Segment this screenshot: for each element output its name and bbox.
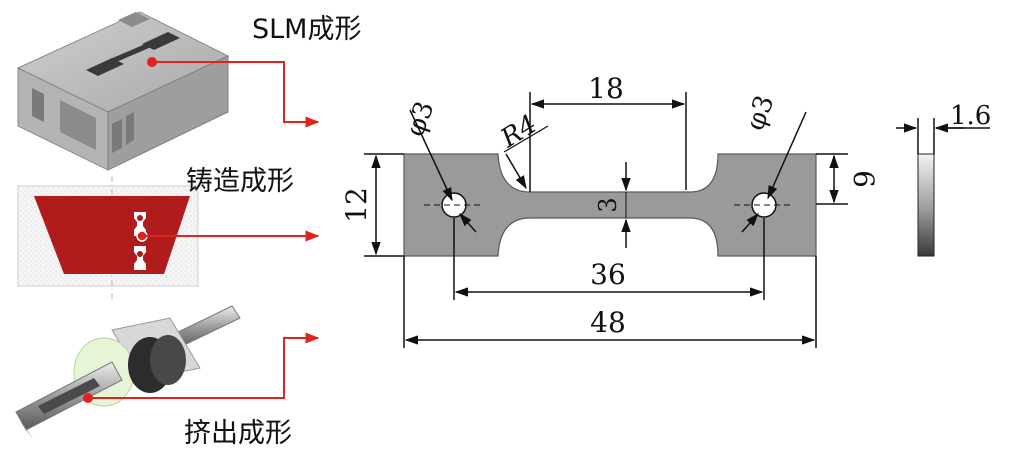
dim-right-grip: 6	[847, 170, 880, 188]
extrusion-leader-arrow	[88, 332, 320, 399]
slm-label: SLM成形	[252, 14, 361, 45]
casting-mould-illustration	[17, 176, 199, 300]
dim-thickness: 1.6	[950, 101, 991, 131]
extrusion-die-illustration	[15, 305, 241, 440]
dim-gauge-length: 18	[588, 72, 624, 105]
dimension-lines	[364, 92, 990, 348]
thickness-view	[917, 153, 935, 257]
slm-block-illustration	[16, 11, 230, 171]
dim-fillet-radius: R4	[495, 109, 542, 154]
dim-hole-right: φ3	[740, 91, 780, 134]
dim-gauge-width: 3	[594, 197, 622, 212]
casting-label: 铸造成形	[186, 166, 294, 197]
slm-leader-arrow	[152, 61, 320, 128]
extrusion-label: 挤出成形	[184, 418, 292, 449]
dim-hole-left: φ3	[400, 97, 440, 140]
dim-total-length: 48	[590, 306, 626, 339]
red-leader-arrows	[88, 61, 320, 399]
dim-grip-width: 12	[340, 187, 373, 223]
dim-hole-spacing: 36	[590, 258, 626, 291]
